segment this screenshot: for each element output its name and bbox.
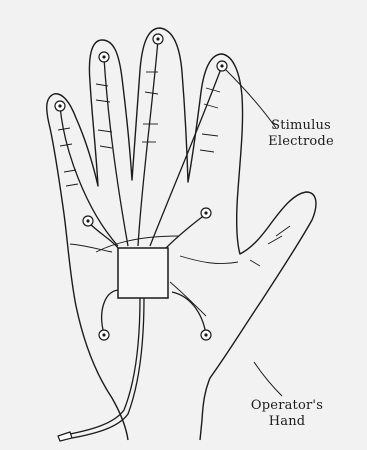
operator-label-line1: Operator's bbox=[240, 398, 334, 414]
stimulus-label-line2: Electrode bbox=[264, 134, 338, 150]
operators-hand-label: Operator's Hand bbox=[240, 398, 334, 430]
connector-box bbox=[118, 248, 168, 298]
stimulus-label-line1: Stimulus bbox=[264, 118, 338, 134]
stimulus-electrode-label: Stimulus Electrode bbox=[264, 118, 338, 150]
operator-label-line2: Hand bbox=[240, 414, 334, 430]
